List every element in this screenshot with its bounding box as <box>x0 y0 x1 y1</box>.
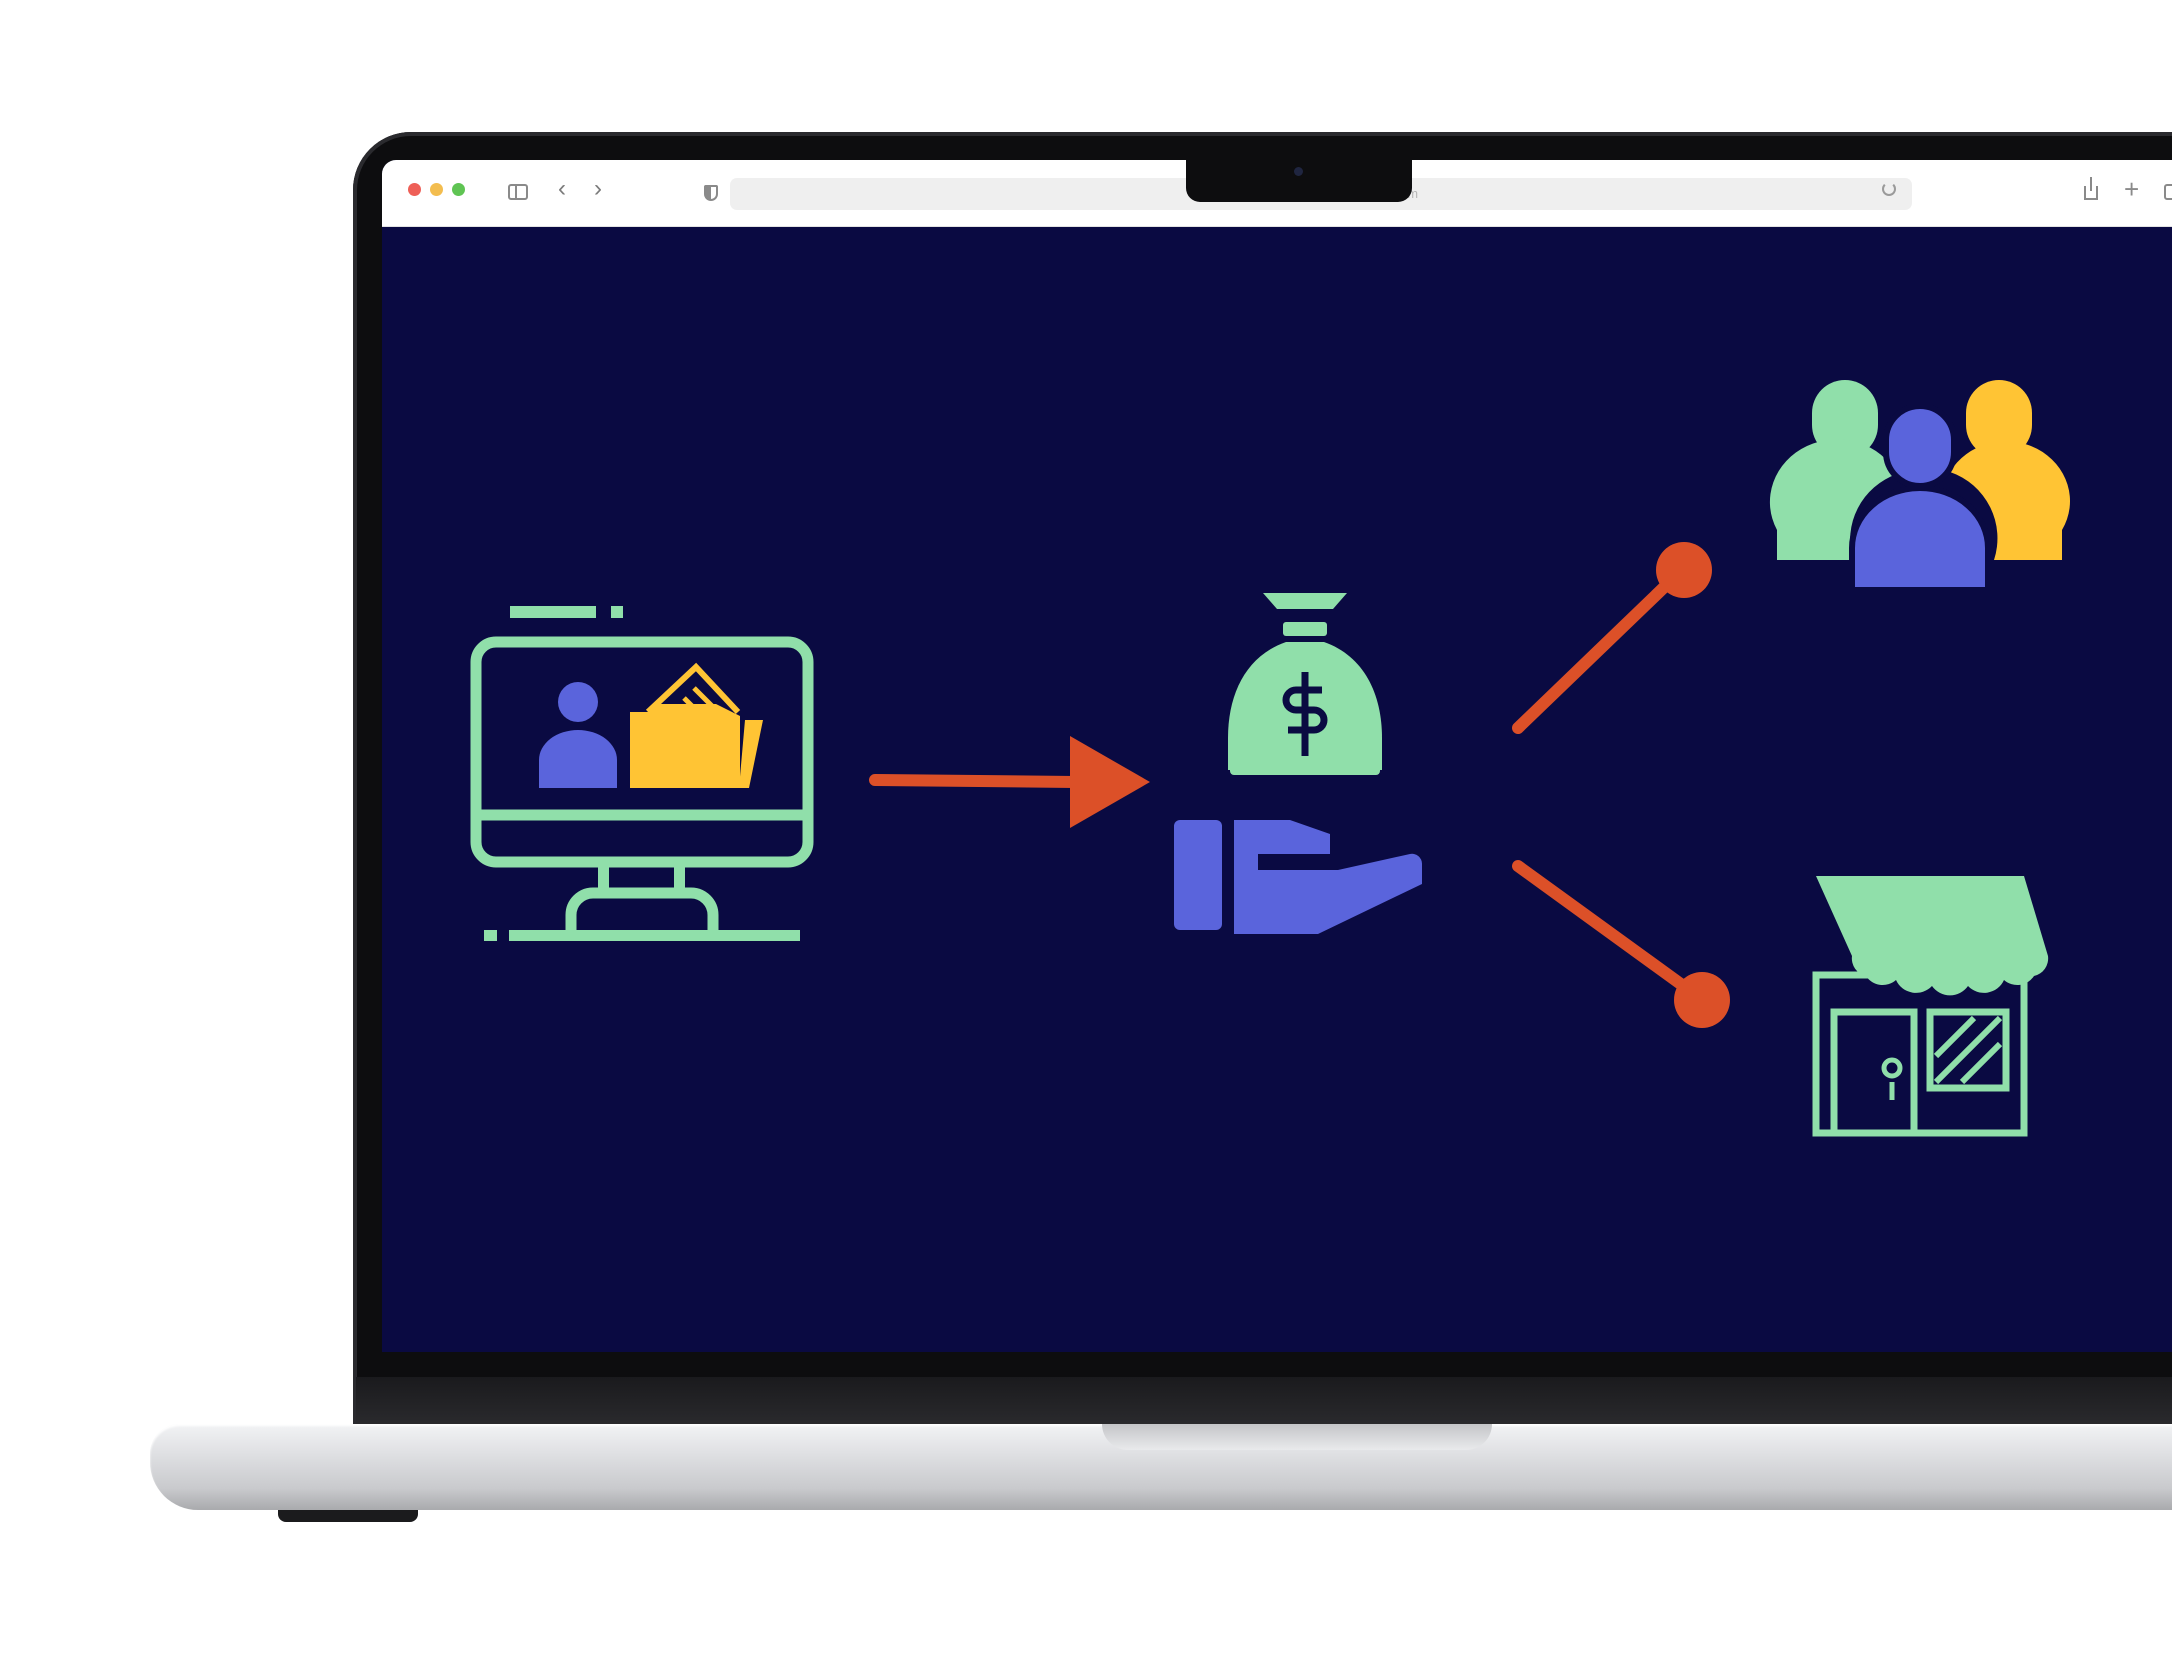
monitor-frame <box>470 636 814 868</box>
door-knob <box>1881 1057 1903 1079</box>
store-awning <box>1816 876 2049 996</box>
folder-back <box>630 704 740 788</box>
person-center-body <box>1849 485 1991 593</box>
money-bag-neck <box>1283 622 1327 636</box>
person-left-body <box>1769 439 1897 560</box>
forward-icon[interactable]: › <box>594 175 602 202</box>
desk-line <box>509 930 800 941</box>
person-right-body <box>1950 441 2071 560</box>
browser-toolbar: ‹ › om + <box>382 160 2172 227</box>
money-bag-tie <box>1263 593 1347 609</box>
paper-line-1 <box>682 696 706 720</box>
laptop-foot <box>278 1510 418 1522</box>
window-stripe-1 <box>1933 1015 1977 1059</box>
shield-icon[interactable] <box>704 185 718 201</box>
desk-dot <box>484 930 497 941</box>
hand-holding-money-bag-icon <box>1174 593 1423 934</box>
connector-dot-people <box>1656 542 1712 598</box>
arrowhead <box>1070 736 1150 828</box>
arrow-connector <box>869 736 1150 828</box>
sidebar-icon[interactable] <box>508 184 528 200</box>
laptop-screen: ‹ › om + <box>382 160 2172 1352</box>
new-tab-icon[interactable]: + <box>2124 174 2140 204</box>
minimize-window-button[interactable] <box>430 183 443 196</box>
arrow-shaft <box>869 774 1081 788</box>
folder-paper <box>645 662 741 715</box>
window-stripe-2 <box>1933 1015 2003 1085</box>
tabs-icon[interactable] <box>2164 184 2172 200</box>
computer-dash-short <box>611 606 623 618</box>
connector-dot-store <box>1674 972 1730 1028</box>
zoom-window-button[interactable] <box>452 183 465 196</box>
money-bag-base <box>1230 742 1380 775</box>
monitor-stand <box>565 887 719 930</box>
user-body <box>539 730 617 788</box>
person-center-head <box>1883 403 1957 489</box>
store-window <box>1926 1008 2010 1092</box>
connector-to-people <box>1512 564 1688 734</box>
computer-with-user-and-folder-icon <box>470 606 814 941</box>
person-right-head <box>1966 380 2032 458</box>
monitor-neck-right <box>674 862 685 892</box>
person-left-head <box>1812 380 1878 458</box>
group-of-people-icon <box>1769 380 2071 593</box>
flow-diagram <box>470 380 2071 1137</box>
hand-cuff <box>1174 820 1222 930</box>
close-window-button[interactable] <box>408 183 421 196</box>
monitor-neck-left <box>598 862 609 892</box>
share-icon[interactable] <box>2084 177 2098 200</box>
screen-bezel-bottom <box>356 1377 2172 1425</box>
trackpad-notch <box>1102 1424 1492 1450</box>
store-door <box>1830 1008 1918 1137</box>
branch-connectors <box>1512 542 1730 1028</box>
storefront-icon <box>1812 876 2049 1137</box>
user-head <box>558 682 598 722</box>
camera-icon <box>1294 167 1303 176</box>
computer-dash-long <box>510 606 596 618</box>
back-icon[interactable]: ‹ <box>558 175 566 202</box>
store-wall <box>1812 971 2028 1137</box>
connector-to-store <box>1512 860 1706 1004</box>
window-stripe-3 <box>1959 1041 2003 1085</box>
hand-palm <box>1234 820 1423 934</box>
paper-line-2 <box>692 686 718 712</box>
folder-flap <box>739 720 763 788</box>
reload-icon[interactable] <box>1882 182 1896 196</box>
